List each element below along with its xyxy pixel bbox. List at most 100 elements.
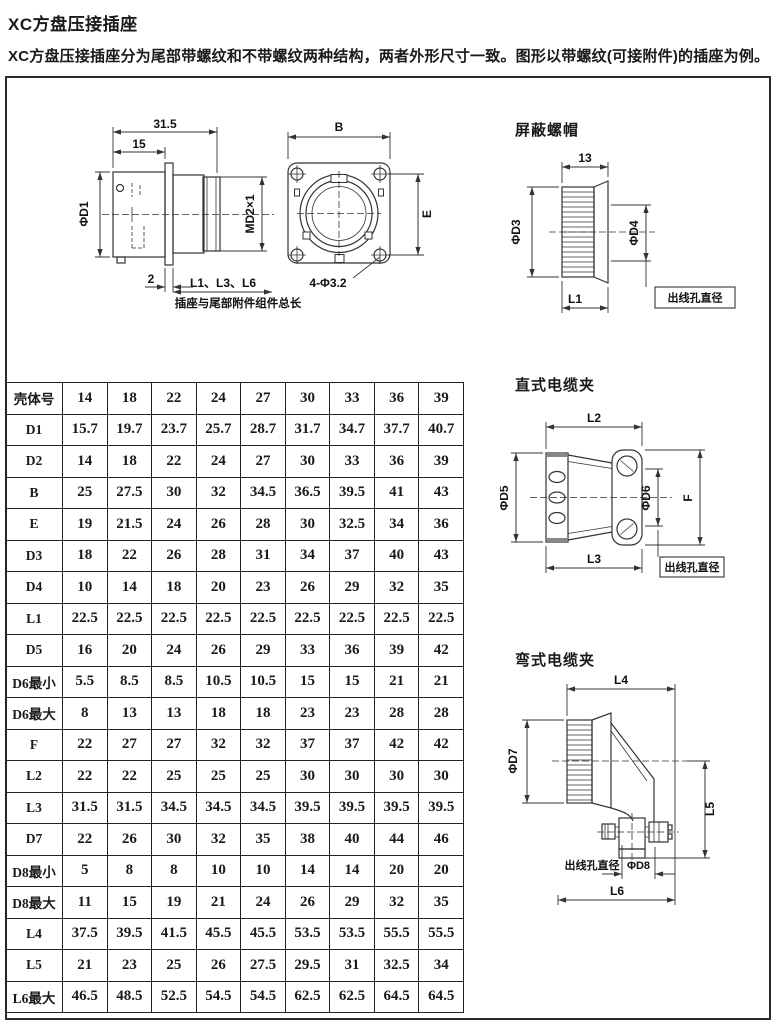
table-cell: 25 [62, 476, 108, 509]
dim-label-31-5: 31.5 [153, 117, 177, 131]
table-cell: 26 [106, 823, 153, 856]
dim-label-l1: L1 [568, 292, 582, 306]
dim-label-13: 13 [578, 151, 592, 165]
table-cell: 30 [151, 823, 197, 856]
row-label: L5 [5, 949, 63, 982]
table-cell: 26 [284, 886, 331, 919]
table-cell: 22.5 [373, 602, 420, 635]
table-cell: 10 [240, 854, 286, 887]
table-cell: 36.5 [284, 476, 331, 509]
table-cell: 64.5 [418, 980, 464, 1013]
table-cell: 54.5 [240, 980, 286, 1013]
table-cell: 8 [106, 854, 153, 887]
table-cell: 22 [151, 382, 197, 415]
row-label: L4 [5, 917, 63, 950]
table-cell: 11 [62, 886, 108, 919]
table-cell: 21 [373, 665, 420, 698]
table-cell: 21 [418, 665, 464, 698]
knurl-lines [562, 191, 594, 273]
table-cell: 29.5 [284, 949, 331, 982]
table-cell: 22 [62, 728, 108, 761]
table-cell: 30 [151, 476, 197, 509]
dim-label-d4: ΦD4 [627, 220, 641, 246]
table-cell: 62.5 [284, 980, 331, 1013]
table-cell: 14 [329, 854, 375, 887]
outlet-label-box [659, 556, 725, 578]
dim-label-d8: ΦD8 [627, 860, 650, 872]
page-description: XC方盘压接插座分为尾部带螺纹和不带螺纹两种结构，两者外形尺寸一致。图形以带螺纹… [8, 48, 770, 65]
table-cell: 20 [195, 571, 242, 604]
table-cell: 32 [195, 823, 242, 856]
table-cell: 37 [329, 728, 375, 761]
table-cell: 48.5 [106, 980, 153, 1013]
table-cell: 24 [240, 886, 286, 919]
row-label: B [5, 476, 63, 509]
table-cell: 26 [195, 634, 242, 667]
dim-label-b: B [335, 120, 344, 134]
table-cell: 10 [195, 854, 242, 887]
table-cell: 25.7 [195, 413, 242, 446]
table-cell: 43 [418, 476, 464, 509]
table-cell: 10 [62, 571, 108, 604]
table-cell: 19 [62, 508, 108, 541]
row-label: D3 [5, 539, 63, 572]
table-cell: 28 [195, 539, 242, 572]
table-cell: 35 [418, 571, 464, 604]
table-cell: 34.5 [151, 791, 197, 824]
table-cell: 64.5 [373, 980, 420, 1013]
table-cell: 37.7 [373, 413, 420, 446]
table-cell: 27 [151, 728, 197, 761]
dim-label-d6: ΦD6 [639, 485, 653, 511]
table-cell: 26 [195, 949, 242, 982]
table-cell: 18 [195, 697, 242, 730]
row-label: L3 [5, 791, 63, 824]
table-cell: 40.7 [418, 413, 464, 446]
row-label: L1 [5, 602, 63, 635]
table-cell: 53.5 [284, 917, 331, 950]
table-cell: 22.5 [418, 602, 464, 635]
table-cell: 22 [62, 823, 108, 856]
table-cell: 20 [373, 854, 420, 887]
table-cell: 62.5 [329, 980, 375, 1013]
table-cell: 32.5 [373, 949, 420, 982]
table-cell: 25 [195, 760, 242, 793]
table-cell: 32.5 [329, 508, 375, 541]
dim-label-4holes: 4-Φ3.2 [309, 276, 347, 290]
section-title-straight-clamp: 直式电缆夹 [515, 377, 596, 394]
table-cell: 26 [284, 571, 331, 604]
table-cell: 34 [418, 949, 464, 982]
table-cell: 8.5 [151, 665, 197, 698]
table-cell: 30 [284, 760, 331, 793]
dim-label-15: 15 [132, 137, 146, 151]
table-cell: 34.5 [240, 791, 286, 824]
table-cell: 23 [329, 697, 375, 730]
page-title: XC方盘压接插座 [8, 15, 138, 34]
table-cell: 42 [418, 728, 464, 761]
table-cell: 22 [106, 539, 153, 572]
table-cell: 29 [329, 886, 375, 919]
row-label: D6最小 [5, 665, 63, 698]
row-label: D2 [5, 445, 63, 478]
table-cell: 5.5 [62, 665, 108, 698]
table-cell: 22.5 [240, 602, 286, 635]
table-cell: 34 [284, 539, 331, 572]
table-cell: 46.5 [62, 980, 108, 1013]
table-cell: 26 [151, 539, 197, 572]
outlet-label-box [654, 286, 736, 309]
dim-label-l3: L3 [587, 552, 601, 566]
table-cell: 15 [284, 665, 331, 698]
table-cell: 52.5 [151, 980, 197, 1013]
table-cell: 28 [418, 697, 464, 730]
cable-clamp-assembly [601, 817, 673, 859]
row-label: D8最大 [5, 886, 63, 919]
table-cell: 22 [106, 760, 153, 793]
table-cell: 24 [195, 445, 242, 478]
row-label: L2 [5, 760, 63, 793]
table-cell: 44 [373, 823, 420, 856]
